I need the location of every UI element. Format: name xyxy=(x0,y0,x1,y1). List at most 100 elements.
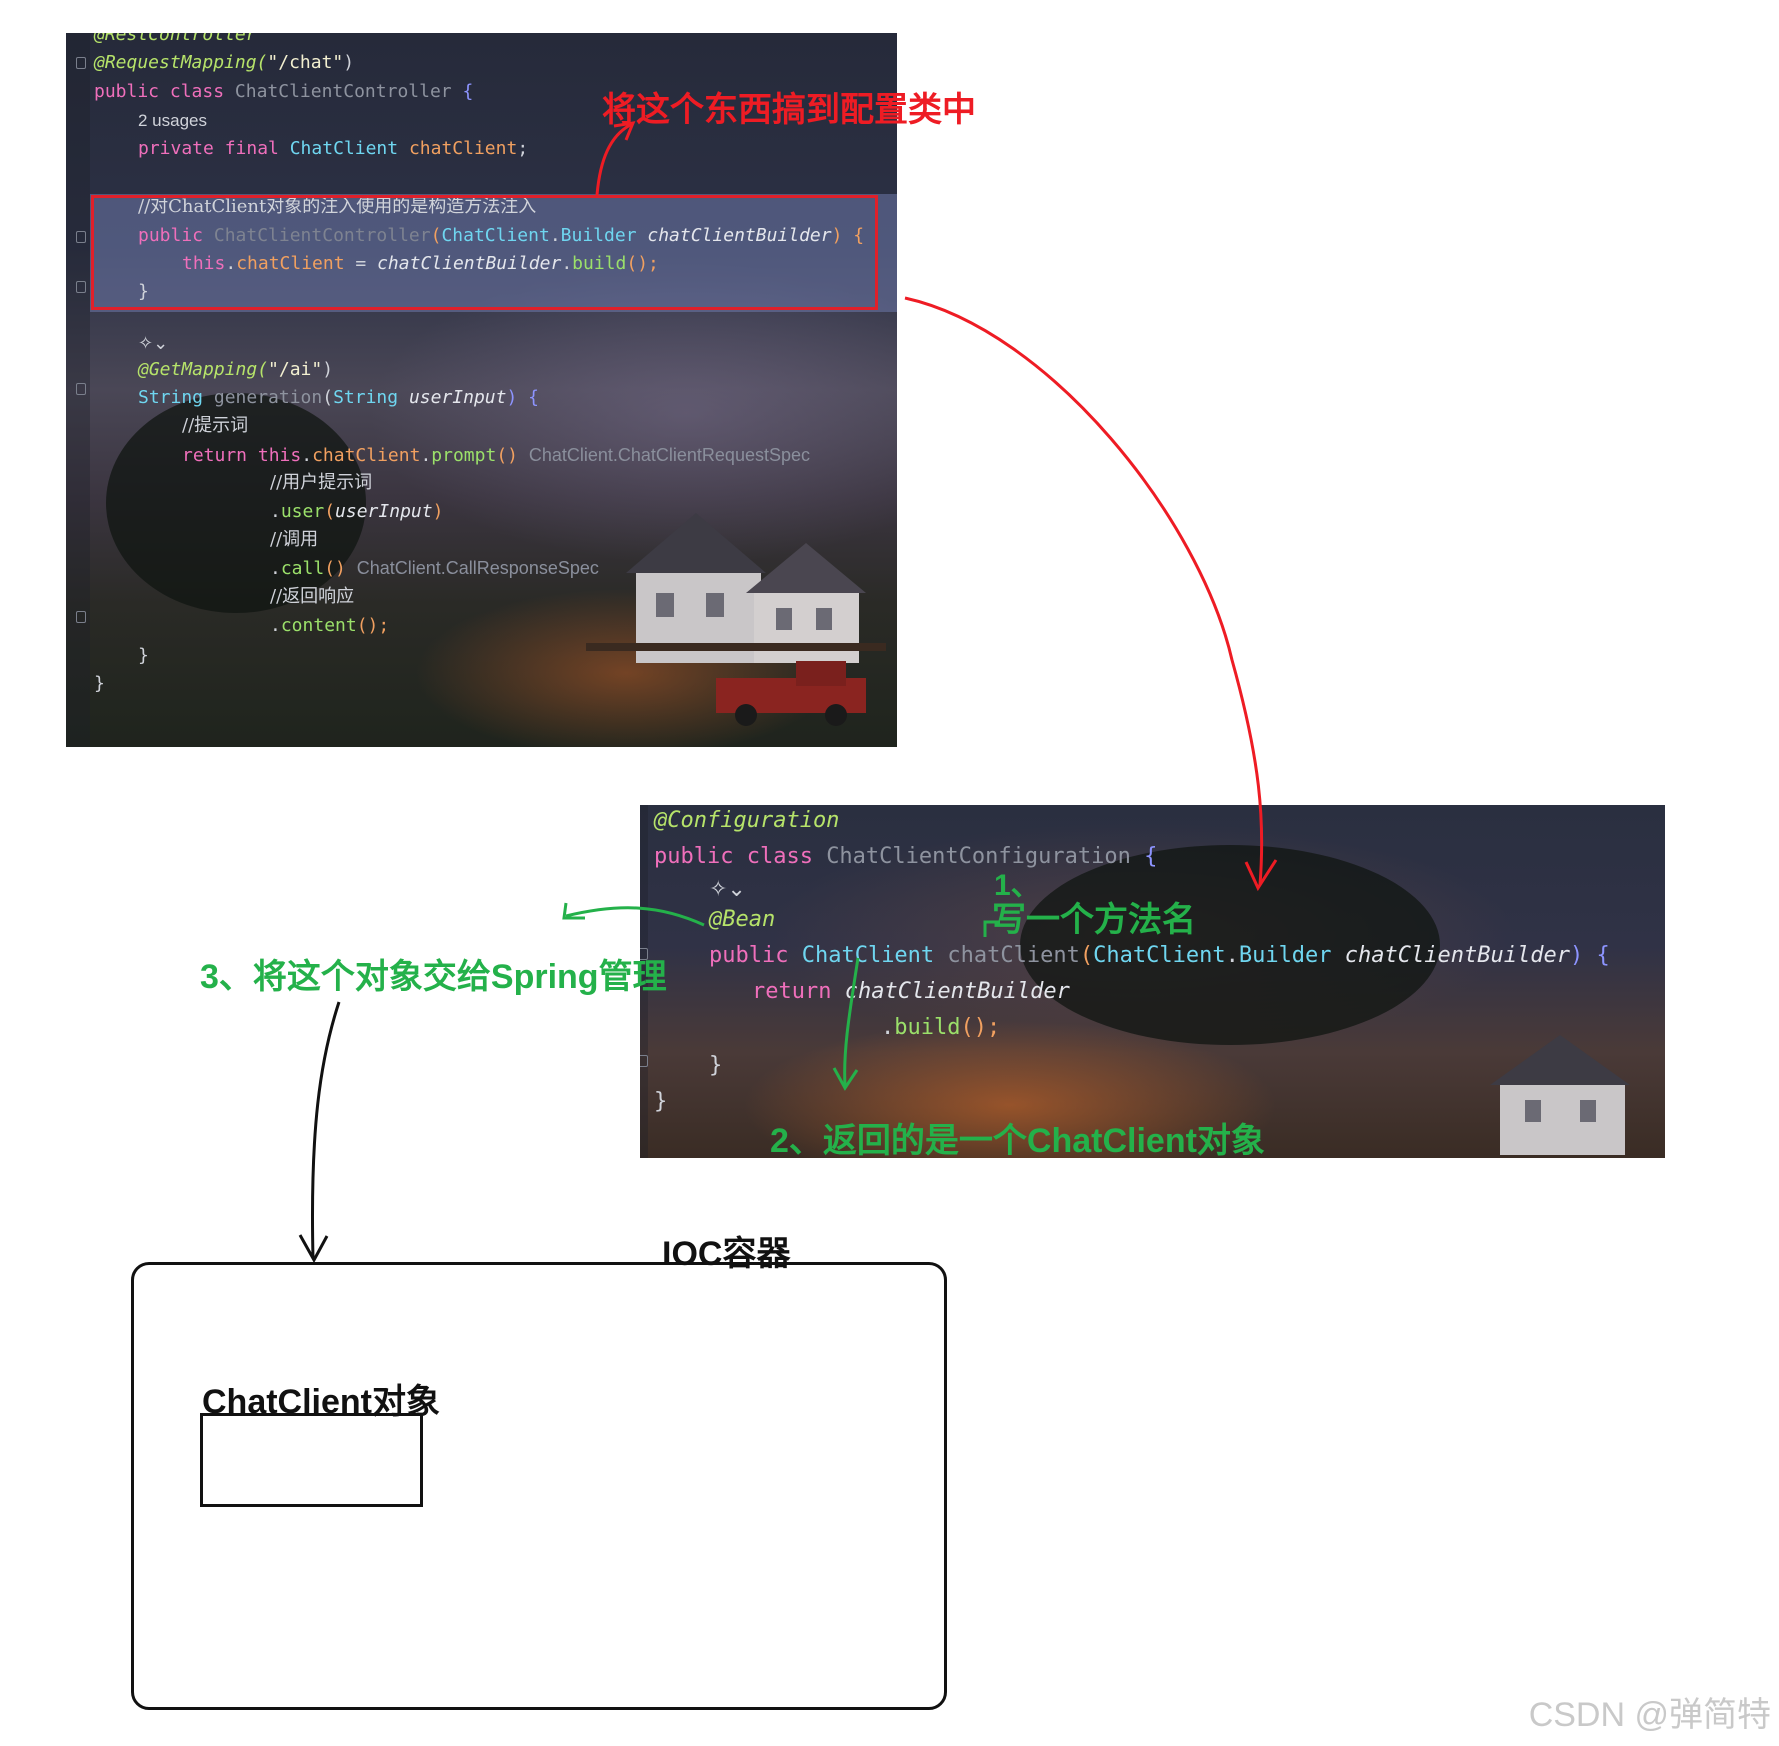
type-hint: ChatClient.ChatClientRequestSpec xyxy=(528,445,810,465)
keyword: public xyxy=(138,225,214,246)
parameter-name: chatClientBuilder xyxy=(647,225,832,246)
fold-marker-icon[interactable] xyxy=(76,281,86,293)
method-name: prompt xyxy=(431,445,497,466)
background-tree xyxy=(1020,845,1440,1045)
selected-constructor-redbox xyxy=(91,195,878,310)
type-name: ChatClient xyxy=(1093,943,1226,968)
controller-code-panel: @RestController @RequestMapping("/chat")… xyxy=(66,33,897,747)
code-token: . xyxy=(561,253,573,274)
fold-marker-icon[interactable] xyxy=(76,383,86,395)
code-line: this.chatClient = chatClientBuilder.buil… xyxy=(182,250,659,278)
green-return-arrow xyxy=(843,957,860,1086)
keyword: public class xyxy=(654,844,827,869)
code-token: ) { xyxy=(506,387,539,408)
code-token: . xyxy=(225,253,237,274)
type-hint: ChatClient.CallResponseSpec xyxy=(356,558,599,578)
code-line: private final ChatClient chatClient; xyxy=(138,135,528,163)
parameter-name: chatClientBuilder xyxy=(844,979,1070,1004)
black-ioc-arrowhead xyxy=(298,1234,329,1264)
code-line: public class ChatClientController { xyxy=(94,78,473,106)
keyword: public xyxy=(709,943,802,968)
green-bean-arrowhead xyxy=(562,902,585,920)
code-line: .user(userInput) xyxy=(270,498,443,526)
annotation-request-mapping: @RequestMapping( xyxy=(94,52,268,73)
code-token: . xyxy=(270,615,281,636)
code-token: ) xyxy=(322,359,334,380)
ai-assist-icon[interactable]: ✧⌄ xyxy=(709,876,746,901)
code-line: .content(); xyxy=(270,612,389,640)
fold-marker-icon[interactable] xyxy=(76,57,86,69)
code-line: public class ChatClientConfiguration { xyxy=(654,839,1157,875)
type-name: String xyxy=(333,387,409,408)
configuration-code-panel: @Configuration public class ChatClientCo… xyxy=(640,805,1665,1158)
code-token: ( xyxy=(1079,943,1094,968)
method-name: build xyxy=(572,253,627,274)
usages-hint[interactable]: 2 usages xyxy=(138,111,207,130)
method-name: chatClient xyxy=(947,943,1080,968)
move-to-config-note: 将这个东西搞到配置类中 xyxy=(602,91,976,129)
code-line: String generation(String userInput) { xyxy=(138,384,539,412)
parameter-name: chatClientBuilder xyxy=(1344,943,1570,968)
code-line: } xyxy=(709,1053,723,1078)
selection-highlight xyxy=(90,194,897,312)
red-move-arrowhead xyxy=(1244,859,1278,892)
string-literal: "/ai" xyxy=(268,359,323,380)
type-name: ChatClient xyxy=(441,225,550,246)
class-name: ChatClientController xyxy=(234,81,452,102)
green-return-arrowhead xyxy=(832,1067,859,1091)
code-token: (); xyxy=(626,253,659,274)
step3-note: 3、将这个对象交给Spring管理 xyxy=(200,958,667,996)
code-token: ( xyxy=(430,225,442,246)
code-line: } xyxy=(138,645,149,666)
code-token: ) { xyxy=(831,225,865,246)
code-comment: //返回响应 xyxy=(270,586,355,607)
step2-note: 2、返回的是一个ChatClient对象 xyxy=(770,1122,1265,1160)
code-token: ) xyxy=(343,52,355,73)
fold-marker-icon[interactable] xyxy=(76,231,86,243)
method-name: build xyxy=(894,1015,961,1040)
code-comment: //对ChatClient对象的注入使用的是构造方法注入 xyxy=(138,196,537,217)
code-token: = xyxy=(344,253,378,274)
editor-gutter xyxy=(66,33,90,747)
step1-number: 1、 xyxy=(994,869,1041,902)
code-token: ) xyxy=(432,501,444,522)
field-name: chatClient xyxy=(408,138,518,159)
code-line: } xyxy=(138,281,149,302)
code-token: { xyxy=(451,81,474,102)
controller-code: @RestController @RequestMapping("/chat")… xyxy=(94,33,864,694)
type-name: String xyxy=(138,387,214,408)
step1-note: 写一个方法名 xyxy=(992,901,1196,939)
parameter-name: userInput xyxy=(335,501,433,522)
code-token: ( xyxy=(324,501,336,522)
string-literal: "/chat" xyxy=(267,52,344,73)
annotation-rest-controller: @RestController xyxy=(94,33,257,45)
fold-marker-icon[interactable] xyxy=(640,1055,648,1067)
fold-marker-icon[interactable] xyxy=(76,611,86,623)
code-token: ) { xyxy=(1569,943,1610,968)
code-token: . xyxy=(420,445,432,466)
field-name: chatClient xyxy=(236,253,345,274)
black-ioc-arrow xyxy=(310,1001,341,1259)
code-line: .build(); xyxy=(881,1010,1000,1046)
configuration-code: @Configuration public class ChatClientCo… xyxy=(654,805,1610,1114)
csdn-watermark: CSDN @弹简特 xyxy=(1528,1696,1771,1734)
code-comment: //用户提示词 xyxy=(270,472,373,493)
method-name: generation xyxy=(213,387,323,408)
annotation-get-mapping: @GetMapping( xyxy=(138,359,269,380)
chatclient-object-box xyxy=(200,1413,423,1507)
ai-assist-icon[interactable]: ✧⌄ xyxy=(138,333,169,353)
code-comment: //提示词 xyxy=(182,415,249,436)
annotation-configuration: @Configuration xyxy=(654,808,840,833)
code-line: @RequestMapping("/chat") xyxy=(94,49,354,77)
method-name: user xyxy=(280,501,325,522)
code-token: ; xyxy=(517,138,529,159)
parameter-name: chatClientBuilder xyxy=(377,253,562,274)
type-name: ChatClient xyxy=(289,138,399,159)
code-token: (); xyxy=(356,615,390,636)
fold-marker-icon[interactable] xyxy=(640,948,648,960)
editor-gutter xyxy=(640,805,648,1158)
keyword: private final xyxy=(138,138,290,159)
code-line: .call() ChatClient.CallResponseSpec xyxy=(270,554,599,582)
method-name: call xyxy=(280,558,325,579)
